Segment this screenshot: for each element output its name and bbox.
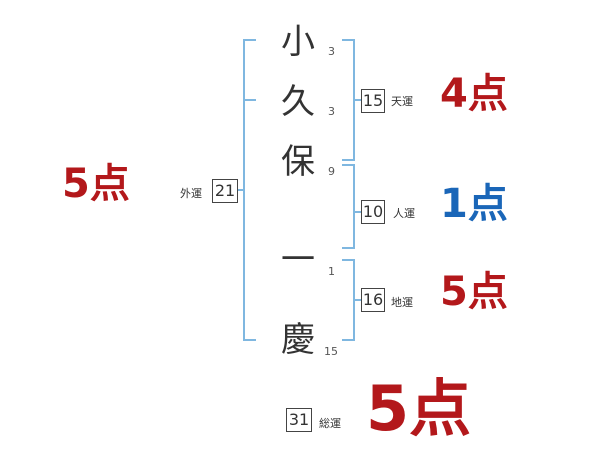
soukaku-score: 5点 [366,372,472,445]
jinkaku-score: 1点 [440,181,508,227]
soukaku-value-box: 31 [286,408,312,432]
tenkaku-bracket [342,39,355,161]
surname-stroke-1: 3 [328,45,335,58]
tenkaku-label: 天運 [391,95,413,108]
given-stroke-2: 15 [324,345,338,358]
tenkaku-value-box: 15 [361,89,385,113]
chikaku-label: 地運 [391,296,413,309]
chikaku-bracket [342,259,355,341]
tenkaku-score: 4点 [440,71,508,117]
surname-char-1: 小 [281,22,315,62]
chikaku-score: 5点 [440,269,508,315]
given-char-2: 慶 [281,320,315,360]
jinkaku-value-box: 10 [361,200,385,224]
gaikaku-value-box: 21 [212,179,238,203]
surname-char-2: 久 [281,82,315,122]
given-char-1: 一 [281,240,315,280]
surname-char-3: 保 [281,142,315,182]
chikaku-value-box: 16 [361,288,385,312]
outer-bracket [243,39,256,341]
given-stroke-1: 1 [328,265,335,278]
jinkaku-label: 人運 [393,207,415,220]
soukaku-label: 総運 [319,417,341,430]
surname-stroke-2: 3 [328,105,335,118]
surname-stroke-3: 9 [328,165,335,178]
gaikaku-score: 5点 [62,161,130,207]
gaikaku-label: 外運 [180,187,202,200]
jinkaku-bracket [342,164,355,249]
